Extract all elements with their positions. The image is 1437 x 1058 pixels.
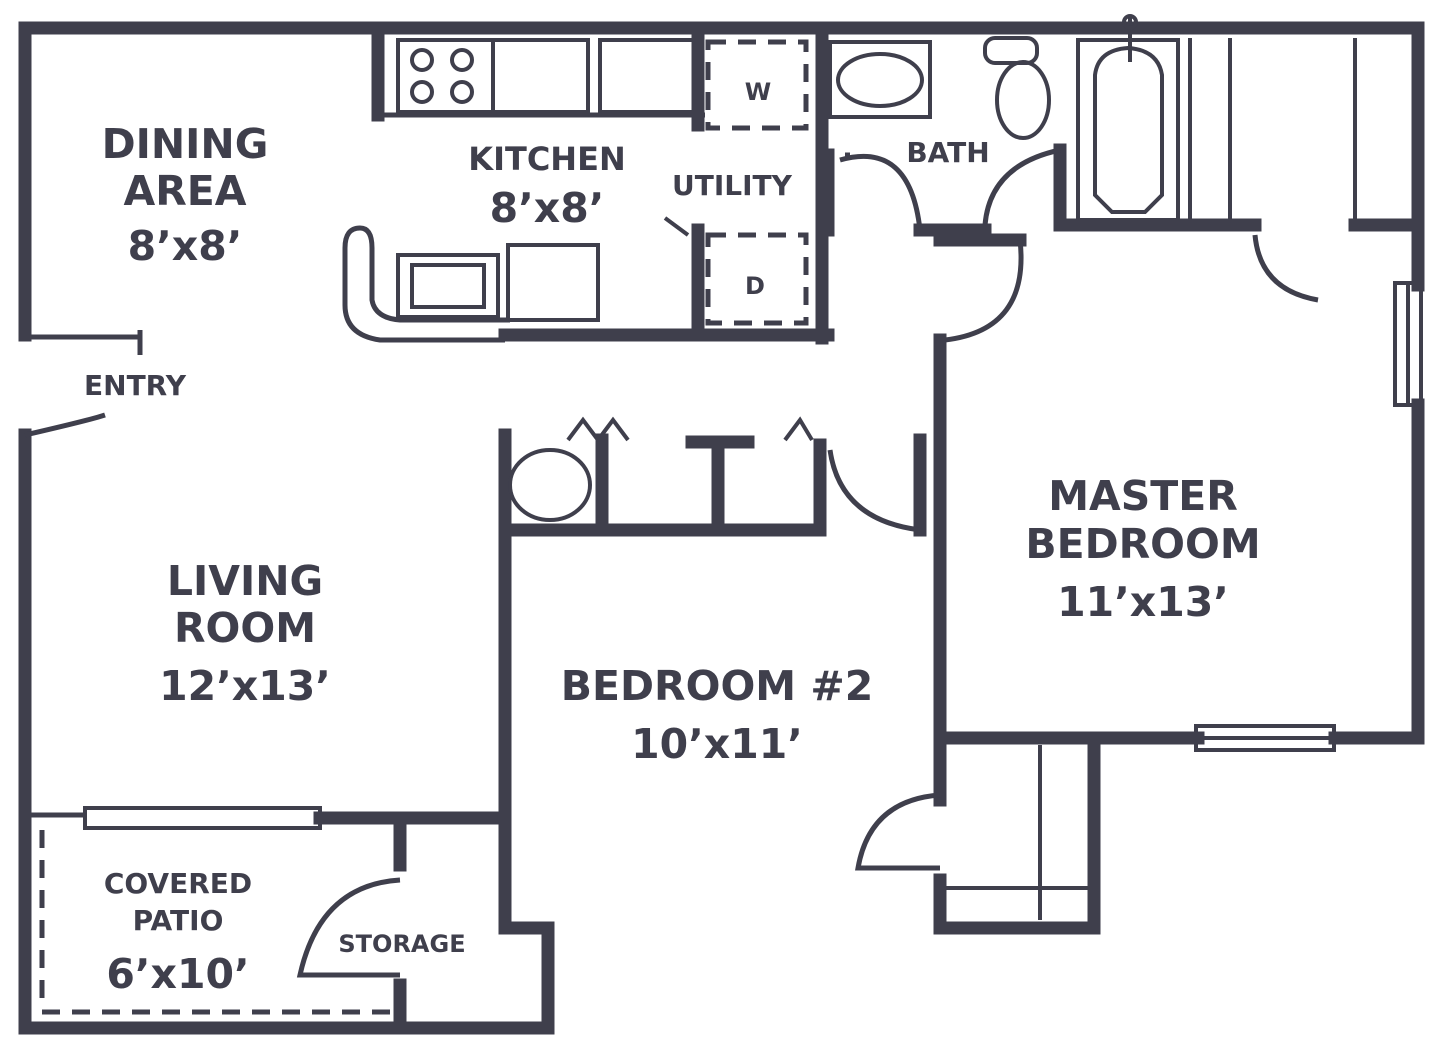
bedroom2-label: BEDROOM #2 [561,662,874,710]
patio-border [39,830,390,1015]
dining-label: DINING [102,120,269,168]
windows [83,281,1423,830]
sink-basin [836,52,924,108]
bath-door [839,147,1061,231]
room-labels: DINING AREA 8’x8’ KITCHEN 8’x8’ UTILITY … [84,78,1261,998]
bath-fixtures [828,14,1357,225]
living-size: 12’x13’ [159,662,331,710]
master-closet-door [1252,234,1319,303]
storage-label: STORAGE [338,930,465,958]
bedroom2-size: 10’x11’ [631,720,803,768]
entry-door [24,330,143,438]
master-label: MASTER [1048,472,1238,520]
utility-fixtures [663,39,809,326]
burner-icon [450,48,474,72]
kitchen-fixtures [342,38,697,343]
bath-label: BATH [906,136,989,169]
master-label-2: BEDROOM [1025,520,1260,568]
dishwasher [506,243,600,322]
refrigerator [598,38,697,114]
master-closet [945,745,1090,920]
burner-icon [410,48,434,72]
dining-label-2: AREA [123,167,246,215]
master-closet2-door [855,792,941,871]
dryer-label: D [745,272,765,300]
master-door [944,239,1024,343]
bedroom2-door [827,449,921,533]
sink [396,253,500,319]
storage-door [296,877,401,978]
toilet-tank [983,36,1039,65]
patio-label-2: PATIO [133,904,224,937]
interior-walls [25,21,1425,1035]
tub-basin [1093,45,1164,214]
vanity [828,40,932,119]
master-size: 11’x13’ [1057,578,1229,626]
entry-label: ENTRY [84,369,187,402]
kitchen-label: KITCHEN [468,140,625,178]
toilet-bowl [995,60,1051,140]
living-label-2: ROOM [174,604,316,652]
water-heater [508,448,592,522]
patio-size: 6’x10’ [106,950,249,998]
living-label: LIVING [167,557,323,605]
burner-icon [450,80,474,104]
dining-size: 8’x8’ [128,222,243,270]
bedroom2-closet [508,416,814,522]
patio-label: COVERED [104,867,252,900]
washer-label: W [745,78,771,106]
doors [24,147,1319,978]
burner-icon [410,80,434,104]
utility-label: UTILITY [672,169,793,202]
kitchen-size: 8’x8’ [490,184,605,232]
stove [396,38,495,114]
sink-basin [410,263,486,309]
patio-window [83,806,322,830]
counter [491,38,590,114]
